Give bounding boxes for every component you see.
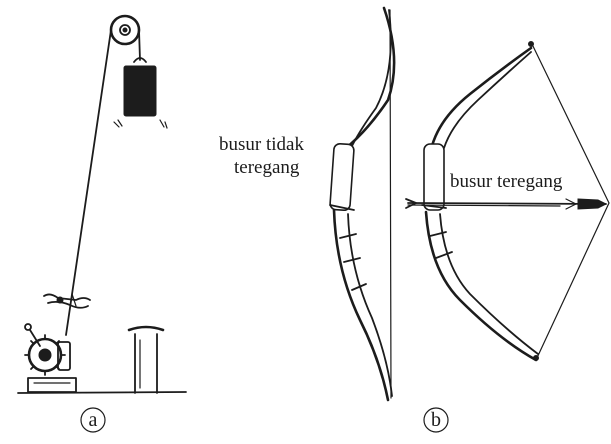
bow-icon (330, 8, 394, 400)
label-unstrung-bow-line1: busur tidak (219, 134, 304, 156)
unstrung-bow (330, 8, 394, 400)
strung-bow (406, 42, 609, 361)
bollard-icon (129, 327, 163, 393)
winch-icon (25, 324, 76, 392)
label-unstrung-bow-line2: teregang (234, 157, 299, 179)
rope-to-weight (139, 30, 140, 60)
panel-b-label: b (424, 410, 448, 430)
panel-a-illustration (18, 16, 186, 393)
ground-line (18, 392, 186, 393)
pulley-icon (111, 16, 139, 44)
bow-string (390, 10, 391, 398)
weight-block-icon (114, 58, 167, 128)
rope (66, 30, 111, 335)
panel-a-label: a (81, 410, 105, 430)
rope-clamp-icon (44, 294, 90, 308)
label-strung-bow: busur teregang (450, 171, 562, 193)
